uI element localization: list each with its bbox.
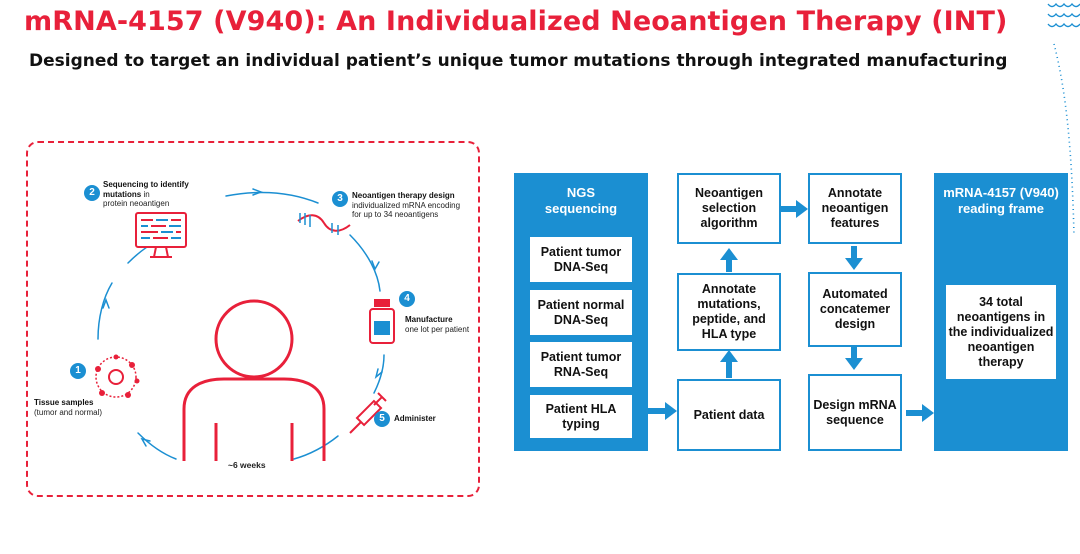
step-2-title-tail: in (141, 189, 150, 199)
ngs-item-tumor-rna: Patient tumor RNA-Seq (528, 340, 634, 389)
step-3-body: individualized mRNA encoding for up to 3… (352, 200, 461, 220)
step-2-title: Sequencing to identify mutations (103, 180, 189, 199)
step-3-title: Neoantigen therapy design (352, 191, 455, 200)
neoantigen-selection-box: Neoantigen selection algorithm (677, 173, 781, 244)
step-1-text: Tissue samples (tumor and normal) (34, 398, 144, 417)
mrna-strand-icon (297, 213, 351, 235)
syringe-icon (349, 392, 387, 434)
step-4-body: one lot per patient (405, 324, 470, 334)
reading-frame-body: 34 total neoantigens in the individualiz… (944, 283, 1058, 381)
step-5-text: Administer (394, 414, 436, 424)
annotate-features-box: Annotate neoantigen features (808, 173, 902, 244)
step-2-body: protein neoantigen (103, 199, 170, 208)
page-title: mRNA-4157 (V940): An Individualized Neoa… (24, 6, 1008, 37)
decorative-squiggle (1047, 2, 1080, 237)
vial-icon (369, 299, 395, 344)
ngs-item-tumor-dna: Patient tumor DNA-Seq (528, 235, 634, 284)
tissue-cell-icon (95, 354, 140, 398)
step-1-body: (tumor and normal) (34, 407, 103, 417)
process-cycle-graphic (95, 188, 395, 461)
annotate-mutations-box: Annotate mutations, peptide, and HLA typ… (677, 273, 781, 351)
step-3-text: Neoantigen therapy design individualized… (352, 191, 470, 220)
step-2-badge: 2 (84, 185, 100, 201)
design-mrna-box: Design mRNA sequence (808, 374, 902, 451)
step-4-text: Manufacture one lot per patient (405, 315, 475, 334)
concatemer-design-box: Automated concatemer design (808, 272, 902, 347)
cycle-duration-label: ~6 weeks (228, 460, 266, 470)
step-3-badge: 3 (332, 191, 348, 207)
step-4-badge: 4 (399, 291, 415, 307)
step-5-badge: 5 (374, 411, 390, 427)
process-cycle-panel: 2 Sequencing to identify mutations in pr… (26, 141, 480, 497)
step-1-title: Tissue samples (34, 398, 94, 407)
step-2-text: Sequencing to identify mutations in prot… (103, 180, 218, 209)
step-5-title: Administer (394, 414, 436, 423)
page-subtitle: Designed to target an individual patient… (29, 51, 1008, 71)
ngs-sequencing-heading: NGS sequencing (544, 185, 618, 216)
patient-data-box: Patient data (677, 379, 781, 451)
step-1-badge: 1 (70, 363, 86, 379)
monitor-icon (135, 212, 187, 258)
ngs-item-normal-dna: Patient normal DNA-Seq (528, 288, 634, 337)
step-4-title: Manufacture (405, 315, 453, 324)
reading-frame-heading: mRNA-4157 (V940) reading frame (943, 185, 1059, 216)
ngs-item-hla-typing: Patient HLA typing (528, 393, 634, 440)
